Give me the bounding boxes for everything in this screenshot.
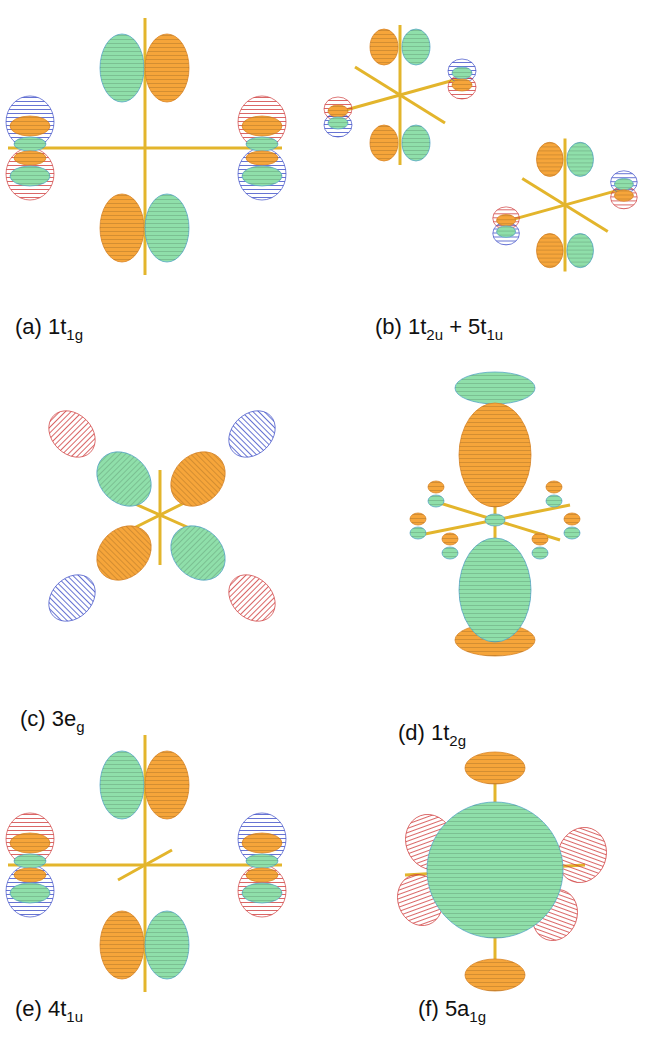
- orbital-lobe: [39, 401, 104, 466]
- bond-line: [420, 505, 570, 535]
- orbital-label: (e) 4t1u: [15, 996, 83, 1022]
- orbital-lobe: [328, 117, 348, 129]
- orbital-lobe: [160, 515, 236, 591]
- orbital-lobe: [86, 441, 162, 517]
- orbital-lobe: [459, 403, 531, 507]
- orbital-lobe: [328, 105, 348, 117]
- bond-line: [522, 178, 608, 231]
- orbital-lobe: [246, 137, 278, 151]
- orbital-lobe: [428, 481, 444, 493]
- orbital-lobe: [497, 215, 516, 226]
- orbital-lobe: [493, 222, 520, 245]
- orbital-lobe: [242, 116, 282, 136]
- orbital-lobe: [537, 234, 564, 268]
- orbital-lobe: [546, 495, 562, 507]
- orbital-lobe: [370, 125, 398, 161]
- orbital-lobe: [14, 137, 46, 151]
- bond-line: [8, 147, 282, 150]
- orbital-lobe: [242, 883, 282, 903]
- orbital-lobe: [10, 166, 50, 186]
- orbital-lobe: [614, 178, 633, 189]
- orbital-lobe: [6, 865, 54, 917]
- orbital-lobe: [10, 116, 50, 136]
- orbital-lobe: [564, 527, 580, 539]
- orbital-lobe: [402, 29, 430, 65]
- orbital-lobe: [465, 752, 525, 784]
- orbital-lobe: [455, 372, 535, 404]
- orbital-lobe: [410, 527, 426, 539]
- orbital-lobe: [428, 495, 444, 507]
- orbital-lobe: [442, 547, 458, 559]
- orbital-lobe: [145, 194, 189, 262]
- orbital-lobe: [10, 833, 50, 853]
- orbital-lobe: [10, 883, 50, 903]
- orbital-lobe: [246, 854, 278, 868]
- orbital-lobe: [452, 67, 472, 79]
- orbital-lobe: [100, 911, 144, 979]
- orbital-lobe: [370, 29, 398, 65]
- orbital-lobe: [242, 833, 282, 853]
- orbital-lobe: [100, 194, 144, 262]
- orbital-lobe: [546, 481, 562, 493]
- orbital-lobe: [532, 533, 548, 545]
- orbital-lobe: [246, 151, 278, 165]
- orbital-lobe: [427, 802, 563, 938]
- orbital-lobe: [14, 854, 46, 868]
- orbital-lobe: [246, 868, 278, 882]
- orbital-lobe: [614, 190, 633, 201]
- orbital-lobe: [14, 151, 46, 165]
- orbital-lobe: [567, 234, 594, 268]
- orbital-lobe: [86, 515, 162, 591]
- orbital-label: (f) 5a1g: [418, 996, 486, 1022]
- orbital-lobe: [537, 142, 564, 176]
- orbital-lobe: [238, 148, 286, 200]
- orbital-lobe: [497, 226, 516, 237]
- orbital-label: (d) 1t2g: [398, 720, 466, 746]
- orbital-lobe: [402, 125, 430, 161]
- orbital-lobe: [564, 513, 580, 525]
- orbital-lobe: [452, 79, 472, 91]
- orbital-lobe: [242, 166, 282, 186]
- orbital-label: (a) 1t1g: [15, 314, 83, 340]
- bond-line: [118, 850, 172, 880]
- orbital-lobe: [219, 401, 284, 466]
- orbital-lobe: [219, 565, 284, 630]
- orbital-lobe: [14, 868, 46, 882]
- orbital-lobe: [238, 865, 286, 917]
- orbital-lobe: [6, 148, 54, 200]
- orbital-label: (c) 3eg: [20, 706, 85, 732]
- orbital-lobe: [567, 142, 594, 176]
- orbital-lobe: [485, 514, 505, 526]
- orbital-lobe: [145, 911, 189, 979]
- orbital-lobe: [100, 751, 144, 819]
- orbital-lobe: [39, 565, 104, 630]
- orbital-lobe: [160, 441, 236, 517]
- orbital-lobe: [611, 186, 638, 209]
- orbital-lobe: [532, 547, 548, 559]
- orbital-lobe: [100, 34, 144, 102]
- orbital-lobe: [145, 34, 189, 102]
- orbital-label: (b) 1t2u + 5t1u: [375, 314, 503, 340]
- bond-line: [355, 67, 445, 123]
- bond-line: [159, 470, 162, 565]
- orbital-lobe: [442, 533, 458, 545]
- orbital-lobe: [459, 538, 531, 642]
- orbital-lobe: [145, 751, 189, 819]
- orbital-lobe: [465, 959, 525, 991]
- orbital-lobe: [410, 513, 426, 525]
